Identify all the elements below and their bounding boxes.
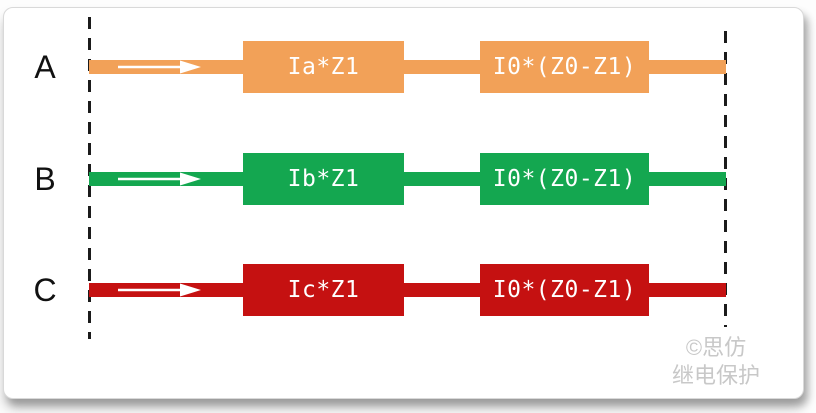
watermark-line1: ©思仿: [685, 335, 747, 360]
phase-a-impedance-block-z0-z1: I0*(Z0-Z1): [480, 41, 649, 93]
phase-a-label: A: [34, 49, 56, 85]
phase-b-impedance-block-z1: Ib*Z1: [243, 153, 404, 205]
phase-c-label: C: [33, 272, 57, 308]
phase-c-impedance-block-z0-z1: I0*(Z0-Z1): [480, 264, 649, 316]
phase-row-a: A Ia*Z1 I0*(Z0-Z1): [4, 41, 803, 93]
diagram-card: A Ia*Z1 I0*(Z0-Z1) B Ib*Z1: [3, 7, 804, 399]
current-direction-arrow-icon: [118, 283, 201, 297]
phase-b-z1-label: Ib*Z1: [287, 166, 360, 192]
phase-a-z1-label: Ia*Z1: [287, 54, 360, 80]
phase-c-z1-label: Ic*Z1: [287, 277, 360, 303]
phase-a-impedance-block-z1: Ia*Z1: [243, 41, 404, 93]
phase-row-c: C Ic*Z1 I0*(Z0-Z1): [4, 264, 803, 316]
phase-c-z0-z1-label: I0*(Z0-Z1): [492, 277, 637, 303]
phase-b-impedance-block-z0-z1: I0*(Z0-Z1): [480, 153, 649, 205]
phase-c-impedance-block-z1: Ic*Z1: [243, 264, 404, 316]
phase-a-z0-z1-label: I0*(Z0-Z1): [492, 54, 637, 80]
phase-b-label: B: [34, 161, 56, 197]
watermark-line2: 继电保护: [671, 363, 760, 388]
current-direction-arrow-icon: [118, 172, 201, 186]
phase-b-z0-z1-label: I0*(Z0-Z1): [492, 166, 637, 192]
phase-row-b: B Ib*Z1 I0*(Z0-Z1): [4, 153, 803, 205]
current-direction-arrow-icon: [118, 60, 201, 74]
watermark: ©思仿 继电保护: [652, 334, 780, 390]
